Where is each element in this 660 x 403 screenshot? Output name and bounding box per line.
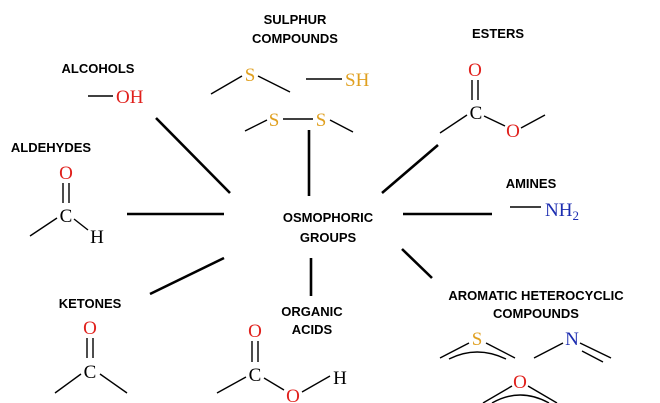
aldehyde-carbon: C xyxy=(60,206,73,227)
ester-carbonyl-oxygen: O xyxy=(468,60,482,81)
sulphur-label-line1: SULPHUR xyxy=(264,12,327,27)
thiol-group: SH xyxy=(345,70,370,91)
organic-acids-label-line2: ACIDS xyxy=(292,322,333,337)
disulfide-sulfur-atom-2: S xyxy=(316,110,327,131)
amines-label: AMINES xyxy=(506,176,557,191)
thiophene-inner-arc xyxy=(448,351,507,360)
spokes xyxy=(127,117,492,296)
aldehydes-label: ALDEHYDES xyxy=(11,140,92,155)
group-aldehydes: ALDEHYDES O C H xyxy=(11,140,104,248)
center-label-line2: GROUPS xyxy=(300,230,357,245)
sulphur-label-line2: COMPOUNDS xyxy=(252,31,338,46)
group-ketones: KETONES O C xyxy=(54,296,128,394)
thiophene-ring-left xyxy=(439,342,470,359)
group-esters: ESTERS O C O xyxy=(439,26,546,142)
group-aromatic: AROMATIC HETEROCYCLIC COMPOUNDS S N O xyxy=(439,288,624,403)
alcohol-hydroxyl: OH xyxy=(116,87,144,108)
aldehyde-bond-left xyxy=(29,217,58,237)
acid-bond-to-oxygen xyxy=(263,377,285,391)
ketones-label: KETONES xyxy=(59,296,122,311)
aromatic-label-line1: AROMATIC HETEROCYCLIC xyxy=(448,288,624,303)
thioether-bond-right xyxy=(257,75,291,93)
ester-oxygen: O xyxy=(506,121,520,142)
pyridine-ring-left xyxy=(533,342,564,359)
esters-label: ESTERS xyxy=(472,26,524,41)
alcohols-label: ALCOHOLS xyxy=(62,61,135,76)
thiophene-ring-right xyxy=(485,342,516,359)
group-sulphur: SULPHUR COMPOUNDS S SH S S xyxy=(210,12,370,133)
ketone-carbon: C xyxy=(84,362,97,383)
aromatic-label-line2: COMPOUNDS xyxy=(493,306,579,321)
pyridine-ring-right xyxy=(579,342,612,359)
acid-bond-to-h xyxy=(301,375,331,393)
acid-hydrogen: H xyxy=(333,368,347,389)
spoke-esters xyxy=(381,144,439,194)
ketone-bond-left xyxy=(54,373,82,394)
acid-bond-left xyxy=(216,376,247,394)
disulfide-bond-left xyxy=(244,119,268,132)
thioether-sulfur-atom: S xyxy=(245,65,256,86)
ketone-oxygen: O xyxy=(83,318,97,339)
amine-group: NH2 xyxy=(545,200,579,223)
furan-oxygen: O xyxy=(513,372,527,393)
ester-bond-left xyxy=(439,114,468,134)
ester-bond-to-oxygen xyxy=(483,115,506,127)
aldehyde-hydrogen: H xyxy=(90,227,104,248)
spoke-alcohols xyxy=(155,117,231,194)
acid-carbonyl-oxygen: O xyxy=(248,321,262,342)
aldehyde-bond-to-h xyxy=(73,218,89,231)
organic-acids-label-line1: ORGANIC xyxy=(281,304,343,319)
disulfide-bond-right xyxy=(329,119,354,133)
group-amines: AMINES NH2 xyxy=(506,176,579,223)
ester-carbon: C xyxy=(470,103,483,124)
aldehyde-oxygen: O xyxy=(59,163,73,184)
pyridine-nitrogen: N xyxy=(565,329,579,350)
spoke-aromatic xyxy=(401,248,433,279)
ester-bond-right xyxy=(520,114,546,129)
furan-ring-left xyxy=(482,385,513,403)
spoke-ketones xyxy=(149,256,225,296)
group-organic-acids: ORGANIC ACIDS O C O H xyxy=(216,304,347,403)
furan-ring-right xyxy=(527,385,558,403)
disulfide-sulfur-atom-1: S xyxy=(269,110,280,131)
center-label-line1: OSMOPHORIC xyxy=(283,210,374,225)
acid-carbon: C xyxy=(249,365,262,386)
thioether-bond-left xyxy=(210,75,243,95)
thiophene-sulfur: S xyxy=(472,329,483,350)
furan-inner-arc xyxy=(491,394,550,403)
ketone-bond-right xyxy=(99,373,128,394)
acid-hydroxyl-oxygen: O xyxy=(286,386,300,403)
group-alcohols: ALCOHOLS OH xyxy=(62,61,144,108)
pyridine-inner-line xyxy=(581,350,604,363)
